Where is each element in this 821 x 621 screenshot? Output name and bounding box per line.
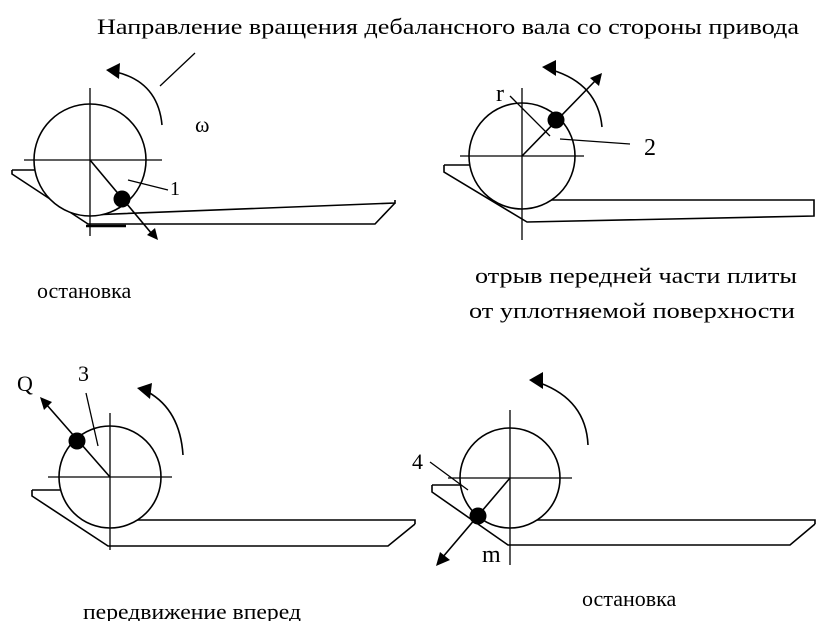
leader-line-3 — [85, 392, 99, 447]
force-arrowhead-1 — [147, 228, 158, 240]
force-arrowhead-3 — [40, 397, 52, 410]
rotation-arrow-2 — [551, 69, 603, 128]
radius-label: r — [496, 81, 504, 107]
force-arrowhead-2 — [590, 73, 602, 86]
panel-stop-1: 1 остановка — [11, 63, 396, 303]
force-label-q: Q — [17, 371, 33, 396]
marker-label-3: 3 — [78, 361, 89, 386]
leader-line-1 — [127, 179, 169, 191]
marker-label-4: 4 — [412, 449, 423, 474]
rotation-arrowhead-2 — [542, 60, 556, 76]
diagram-title: Направление вращения дебалансного вала с… — [97, 14, 799, 39]
panel-front-lift: r 2 отрыв передней части плиты от уплотн… — [443, 60, 815, 323]
rotation-arrowhead-3 — [137, 383, 152, 399]
panel-stop-2: 4 m остановка — [412, 372, 816, 611]
force-arrowhead-4 — [436, 552, 450, 566]
leader-line-4 — [429, 461, 469, 491]
caption-stop-2: остановка — [582, 586, 676, 611]
omega-label: ω — [195, 112, 209, 137]
caption-forward-movement: передвижение вперед — [83, 599, 301, 621]
caption-front-lift-line1: отрыв передней части плиты — [475, 263, 797, 288]
caption-front-lift-line2: от уплотняемой поверхности — [469, 298, 795, 323]
rotation-arrow-3 — [147, 391, 184, 456]
unbalance-mass-2 — [547, 111, 565, 129]
marker-label-2: 2 — [644, 135, 656, 161]
unbalance-mass-1 — [113, 190, 131, 208]
unbalance-mass-3 — [68, 432, 86, 450]
radius-leader-2 — [509, 95, 551, 137]
caption-stop-1: остановка — [37, 278, 131, 303]
leader-line-2 — [559, 138, 631, 145]
unbalance-mass-4 — [469, 507, 487, 525]
title-leader-line — [159, 52, 196, 87]
rotation-arrowhead-4 — [529, 372, 543, 389]
rotation-arrowhead-1 — [106, 63, 120, 79]
rotation-arrow-4 — [539, 382, 589, 446]
mass-label-m: m — [482, 542, 501, 568]
rotation-arrow-1 — [115, 71, 163, 126]
panel-forward-movement: 3 Q передвижение вперед — [17, 361, 416, 621]
marker-label-1: 1 — [170, 178, 180, 200]
